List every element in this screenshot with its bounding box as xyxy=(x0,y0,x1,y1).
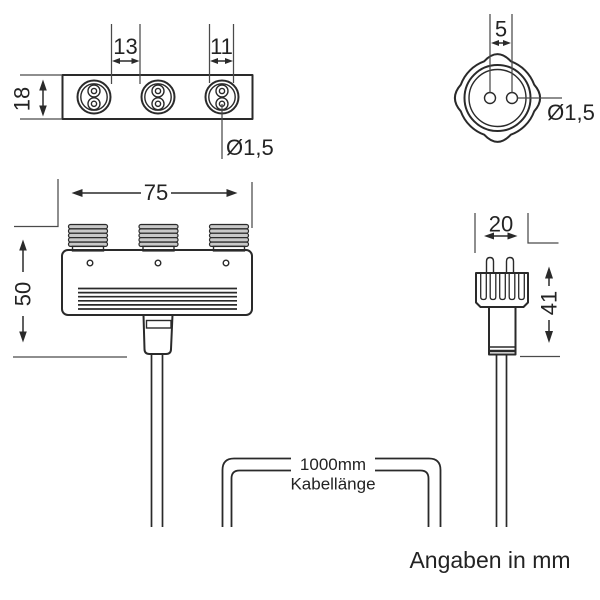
dim-20-label: 20 xyxy=(489,212,513,237)
dim-41-label: 41 xyxy=(537,291,562,315)
plug-pin-right xyxy=(505,256,515,273)
screw-hole-1 xyxy=(86,259,94,267)
screw-hole-2 xyxy=(154,259,162,267)
face-pin-right xyxy=(505,91,519,105)
arrow-down-icon xyxy=(39,105,47,117)
strain-relief-neck xyxy=(142,314,174,355)
dim-pin-dia-top: Ø1,5 xyxy=(221,104,274,160)
arrow-right-icon xyxy=(503,40,511,46)
dim-11: 11 xyxy=(208,24,235,83)
top-view-socket-3 xyxy=(204,79,240,115)
cable-length-value: 1000mm xyxy=(300,455,366,474)
plug-knurled-cap xyxy=(475,272,529,308)
dim-pin-dia-face: Ø1,5 xyxy=(517,97,595,125)
threaded-port-2 xyxy=(138,223,179,252)
arrow-up-icon xyxy=(19,239,27,251)
top-view-socket-1 xyxy=(76,79,112,115)
front-ports xyxy=(67,223,250,252)
dim-20: 20 xyxy=(474,212,559,253)
dim-50-label: 50 xyxy=(11,282,36,306)
plug-body xyxy=(488,306,517,356)
front-view: 75 50 xyxy=(11,179,253,527)
dim-13: 13 xyxy=(110,24,141,84)
screw-hole-3 xyxy=(222,259,230,267)
top-view: 18 13 11 Ø1,5 xyxy=(10,24,274,160)
plug-cable xyxy=(495,354,508,527)
arrow-down-icon xyxy=(19,331,27,343)
threaded-port-1 xyxy=(67,223,109,252)
distributor-cable xyxy=(150,354,164,527)
dim-5: 5 xyxy=(489,14,513,93)
scalloped-cap-outline xyxy=(453,53,542,143)
arrow-right-icon xyxy=(131,58,140,64)
arrow-right-icon xyxy=(226,189,238,197)
arrow-left-icon xyxy=(71,189,83,197)
label-mask xyxy=(291,450,375,476)
dim-18-label: 18 xyxy=(10,87,35,111)
arrow-left-icon xyxy=(210,58,218,64)
connector-face-view: 5 Ø1,5 xyxy=(453,14,595,143)
front-body-ribs xyxy=(78,287,237,310)
top-view-socket-2 xyxy=(140,79,176,115)
dim-75: 75 xyxy=(14,179,253,228)
dim-41: 41 xyxy=(520,266,562,358)
arrow-up-icon xyxy=(39,79,47,91)
dim-11-label: 11 xyxy=(210,34,233,59)
pin-dia-label: Ø1,5 xyxy=(547,100,595,125)
plug-side-view: 20 41 xyxy=(474,212,562,527)
face-pin-left xyxy=(483,91,497,105)
arrow-right-icon xyxy=(507,232,518,240)
top-view-block xyxy=(61,74,254,120)
arrow-up-icon xyxy=(545,266,553,279)
threaded-port-3 xyxy=(208,223,250,252)
dim-13-label: 13 xyxy=(113,34,137,59)
dim-5-label: 5 xyxy=(495,17,507,42)
dim-50: 50 xyxy=(11,239,127,358)
cable-length-loop: 1000mm Kabellänge xyxy=(221,450,442,527)
arrow-right-icon xyxy=(225,58,233,64)
dim-18: 18 xyxy=(10,74,62,120)
arrow-down-icon xyxy=(545,331,553,343)
units-note: Angaben in mm xyxy=(409,547,570,573)
arrow-left-icon xyxy=(491,40,499,46)
plug-cap-grooves xyxy=(480,274,525,301)
arrow-left-icon xyxy=(112,58,120,64)
neck-slot xyxy=(145,319,172,329)
cable-length-label: Kabellänge xyxy=(290,475,375,494)
pin-dia-label: Ø1,5 xyxy=(226,135,274,160)
dim-75-label: 75 xyxy=(144,180,168,205)
plug-pin-left xyxy=(485,256,495,273)
arrow-left-icon xyxy=(484,232,494,240)
